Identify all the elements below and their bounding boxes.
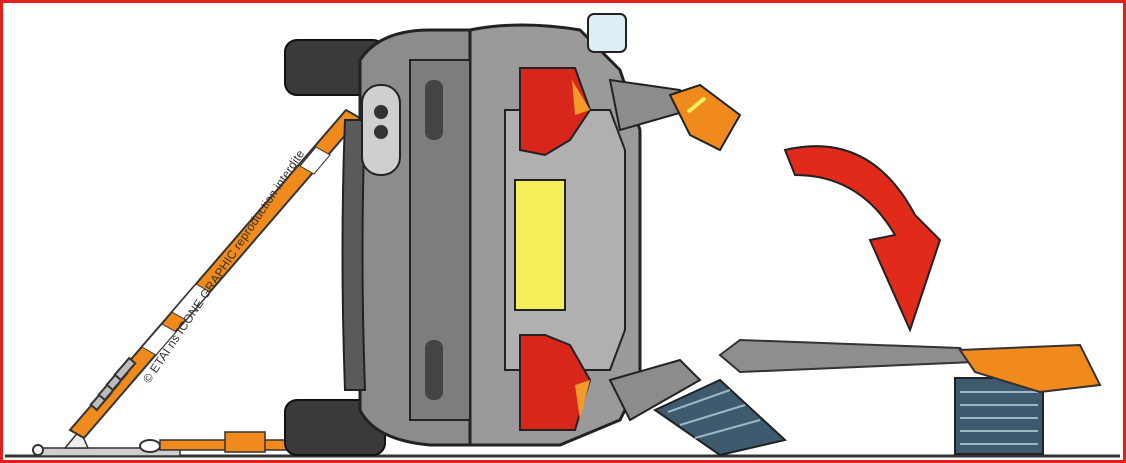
support-stands-icon [655, 378, 1043, 455]
lever-bar-icon [720, 340, 1100, 392]
license-plate [515, 180, 565, 310]
ground-anchor-icon [33, 430, 180, 456]
rotation-arrow-icon [785, 146, 940, 330]
car-on-side-icon [285, 14, 740, 455]
